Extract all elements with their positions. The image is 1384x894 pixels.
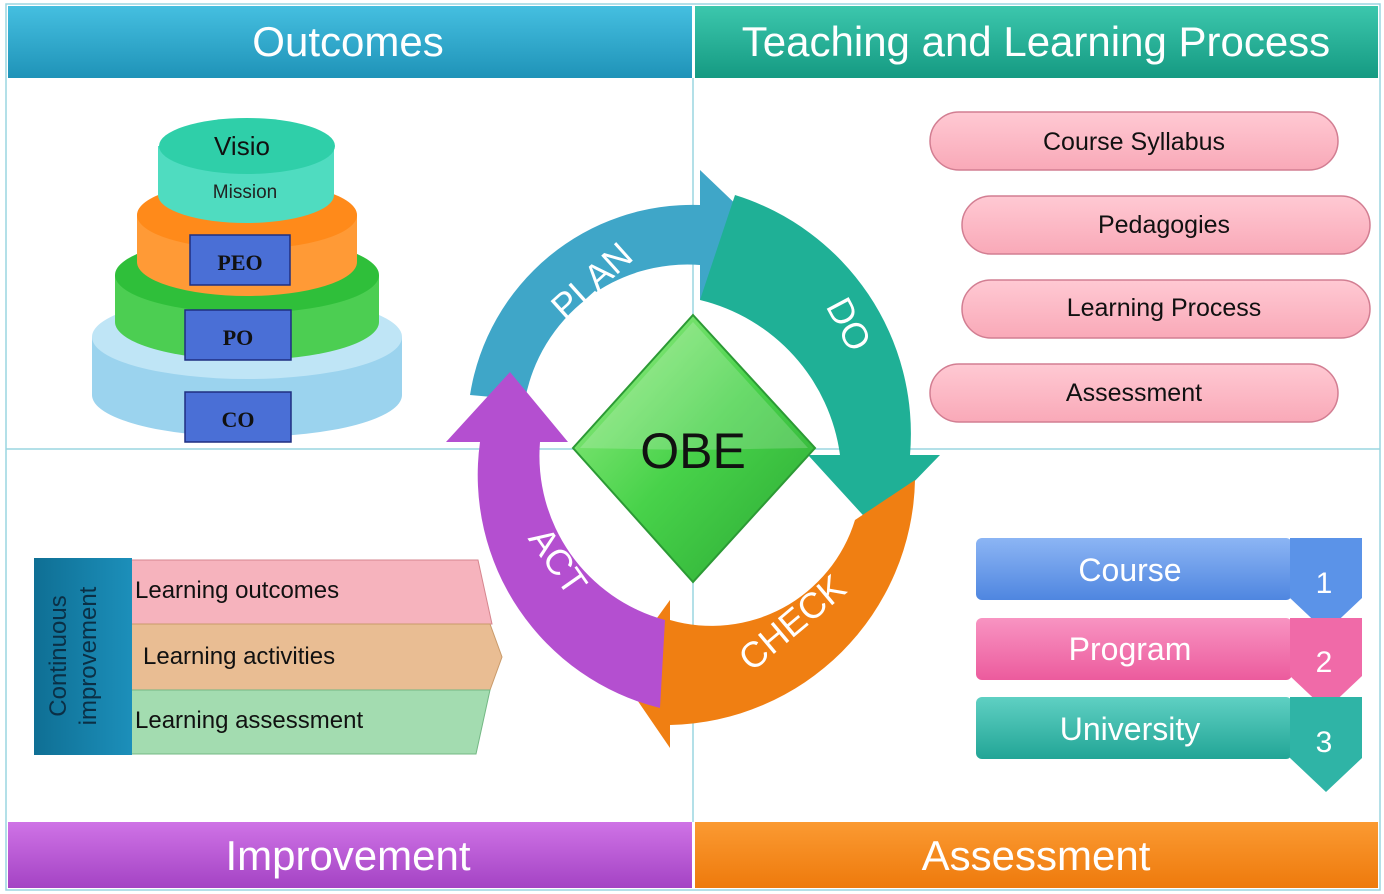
obe-diamond-shine bbox=[580, 322, 808, 450]
mission-label: Mission bbox=[213, 182, 277, 203]
assessment-header: Assessment bbox=[695, 822, 1378, 888]
improvement-box: Continuous improvement Learning outcomes… bbox=[34, 558, 503, 755]
improvement-side-bar bbox=[34, 558, 132, 755]
improvement-header: Improvement bbox=[8, 822, 692, 888]
improvement-title: Improvement bbox=[225, 832, 470, 879]
co-box bbox=[184, 391, 292, 443]
peo-label: PEO bbox=[217, 250, 262, 275]
po-box bbox=[184, 309, 292, 361]
outcomes-title: Outcomes bbox=[252, 18, 443, 65]
assessment-level-chevron bbox=[1290, 538, 1362, 632]
assessment-level-label: Course bbox=[1078, 552, 1181, 588]
side-label-line1: Continuous bbox=[45, 595, 72, 716]
assessment-level-number: 2 bbox=[1316, 646, 1333, 679]
assessment-level-chevron bbox=[1290, 697, 1362, 792]
co-label: CO bbox=[222, 407, 255, 432]
vision-label: Visio bbox=[214, 131, 270, 161]
process-item-label: Assessment bbox=[1066, 379, 1202, 407]
peo-box bbox=[189, 234, 291, 286]
improvement-item-label: Learning assessment bbox=[135, 707, 363, 734]
assessment-level-label: University bbox=[1060, 711, 1200, 747]
plan-arrow bbox=[470, 170, 768, 400]
improvement-item-label: Learning outcomes bbox=[135, 577, 339, 604]
obe-diamond bbox=[571, 313, 817, 584]
assessment-level-number: 1 bbox=[1316, 567, 1333, 600]
check-arrow bbox=[618, 480, 915, 748]
process-item bbox=[929, 111, 1339, 171]
process-item-label: Pedagogies bbox=[1098, 211, 1230, 239]
process-list: Course Syllabus Pedagogies Learning Proc… bbox=[929, 111, 1371, 423]
outcomes-header: Outcomes bbox=[8, 6, 692, 78]
assessment-level-bar bbox=[976, 618, 1292, 680]
assessment-level-bar bbox=[976, 538, 1292, 600]
assessment-title: Assessment bbox=[922, 832, 1151, 879]
outcomes-pyramid: Visio Mission PEO PO CO bbox=[92, 118, 402, 443]
improvement-item-label: Learning activities bbox=[143, 643, 335, 670]
side-label-line2: improvement bbox=[75, 586, 102, 725]
process-item-label: Course Syllabus bbox=[1043, 128, 1225, 156]
po-label: PO bbox=[223, 325, 254, 350]
assessment-level-chevron bbox=[1290, 618, 1362, 710]
pdca-cycle: PLAN DO CHECK ACT OBE bbox=[446, 170, 940, 748]
process-item bbox=[929, 363, 1339, 423]
process-item bbox=[961, 195, 1371, 255]
process-item-label: Learning Process bbox=[1067, 294, 1262, 322]
act-arrow bbox=[446, 372, 665, 708]
process-item bbox=[961, 279, 1371, 339]
teaching-title: Teaching and Learning Process bbox=[742, 18, 1330, 65]
assessment-levels: Course 1 Program 2 University 3 bbox=[976, 538, 1362, 792]
do-arrow bbox=[700, 195, 940, 525]
assessment-level-number: 3 bbox=[1316, 726, 1333, 759]
obe-label: OBE bbox=[640, 423, 746, 479]
teaching-header: Teaching and Learning Process bbox=[695, 6, 1378, 78]
assessment-level-label: Program bbox=[1069, 631, 1192, 667]
assessment-level-bar bbox=[976, 697, 1292, 759]
